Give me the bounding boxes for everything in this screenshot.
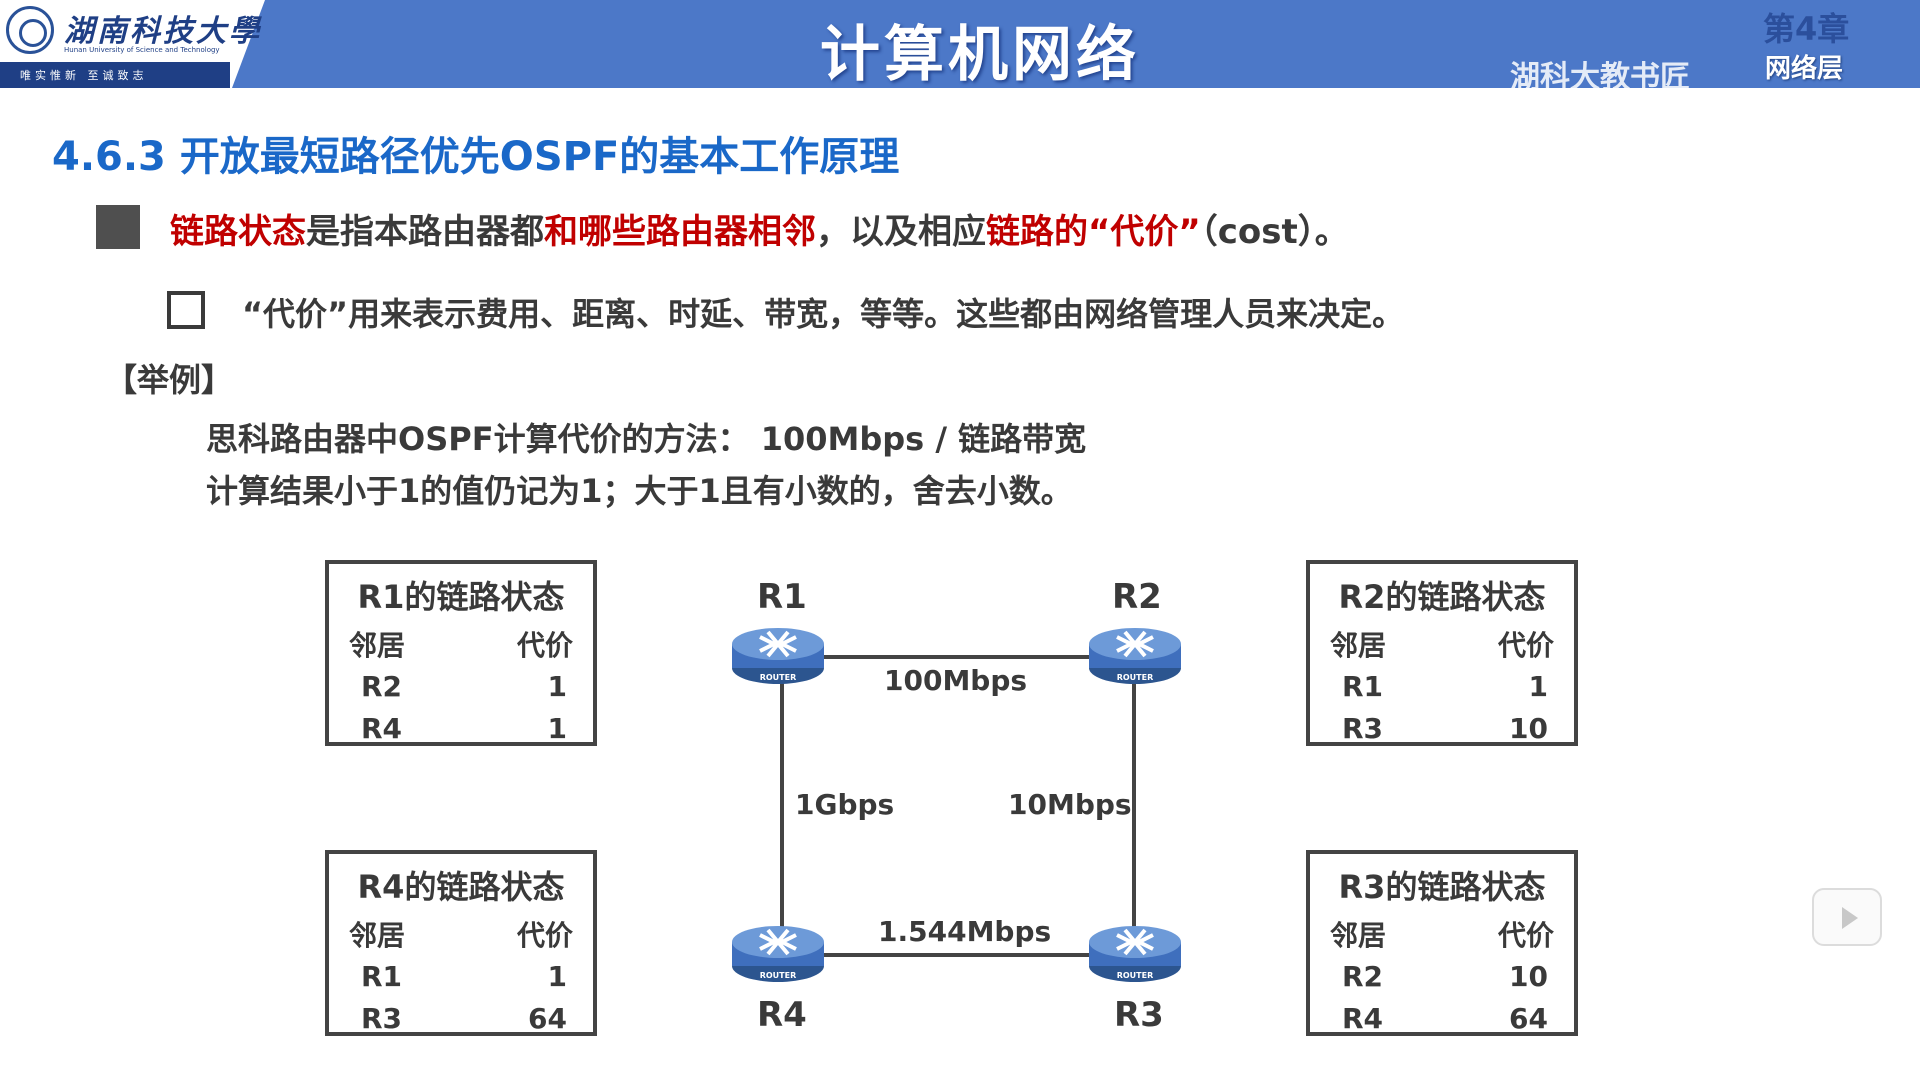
section-title: 4.6.3 开放最短路径优先OSPF的基本工作原理: [52, 134, 900, 180]
neighbor-cell: R3: [1342, 712, 1384, 745]
university-english-name: Hunan University of Science and Technolo…: [64, 46, 220, 54]
neighbor-cell: R3: [361, 1002, 403, 1035]
neighbor-cell: R4: [1342, 1002, 1384, 1035]
chapter-name: 网络层: [1765, 54, 1844, 84]
chapter-number: 第4章: [1763, 10, 1850, 48]
column-header-neighbor: 邻居: [349, 919, 406, 952]
router-icon-text: ROUTER: [1117, 971, 1154, 980]
cost-cell: 10: [1509, 712, 1548, 745]
neighbor-cell: R2: [361, 670, 403, 703]
neighbor-cell: R1: [361, 960, 403, 993]
column-header-cost: 代价: [1497, 629, 1554, 662]
router-r4-icon: ROUTER: [732, 926, 824, 982]
router-label-r4: R4: [757, 995, 807, 1035]
link-label-r4-r3: 1.544Mbps: [878, 915, 1052, 948]
university-emblem-icon: [6, 6, 54, 54]
link-state-table-r2: R2的链路状态 邻居 代价 R1 1 R3 10: [1306, 560, 1578, 746]
university-name: 湖南科技大學: [64, 14, 262, 49]
column-header-neighbor: 邻居: [1330, 629, 1387, 662]
table-title: R4的链路状态: [357, 868, 565, 906]
course-title: 计算机网络: [820, 20, 1140, 90]
cost-cell: 1: [547, 670, 567, 703]
chapter-badge: 第4章 网络层: [1755, 0, 1885, 88]
router-icon-text: ROUTER: [760, 673, 797, 682]
cost-cell: 10: [1509, 960, 1548, 993]
logo-background: [0, 0, 265, 88]
column-header-neighbor: 邻居: [1330, 919, 1387, 952]
link-state-table-r4: R4的链路状态 邻居 代价 R1 1 R3 64: [325, 850, 597, 1036]
definition-text-2: ，以及相应: [816, 212, 986, 252]
cost-cell: 1: [1528, 670, 1548, 703]
term-link-state: 链路状态: [170, 212, 306, 252]
neighbor-cell: R1: [1342, 670, 1384, 703]
cost-cell: 1: [547, 960, 567, 993]
university-logo: 湖南科技大學 Hunan University of Science and T…: [0, 0, 265, 88]
definition-text-1: 是指本路由器都: [306, 212, 544, 252]
column-header-neighbor: 邻居: [349, 629, 406, 662]
filled-square-bullet-icon: [96, 205, 140, 249]
router-label-r2: R2: [1112, 577, 1162, 617]
router-r1-icon: ROUTER: [732, 628, 824, 684]
column-header-cost: 代价: [516, 629, 573, 662]
university-motto: 唯实惟新 至诚致志: [20, 69, 148, 82]
cost-cell: 64: [528, 1002, 567, 1035]
hollow-square-bullet-icon: [167, 291, 205, 329]
cost-cell: 1: [547, 712, 567, 745]
link-label-r1-r2: 100Mbps: [884, 664, 1028, 697]
neighbor-cell: R4: [361, 712, 403, 745]
link-label-r2-r3: 10Mbps: [1008, 788, 1132, 821]
cost-cell: 64: [1509, 1002, 1548, 1035]
router-r3-icon: ROUTER: [1089, 926, 1181, 982]
cost-explanation-line: “代价”用来表示费用、距离、时延、带宽，等等。这些都由网络管理人员来决定。: [242, 295, 1405, 333]
header-banner: 湖南科技大學 Hunan University of Science and T…: [0, 0, 1920, 95]
definition-text-3: （cost）。: [1200, 212, 1349, 252]
table-title: R3的链路状态: [1338, 868, 1546, 906]
link-state-table-r1: R1的链路状态 邻居 代价 R2 1 R4 1: [325, 560, 597, 746]
neighbor-cell: R2: [1342, 960, 1384, 993]
router-r2-icon: ROUTER: [1089, 628, 1181, 684]
example-label: 【举例】: [105, 361, 234, 399]
term-neighbors: 和哪些路由器相邻: [544, 212, 816, 252]
link-label-r1-r4: 1Gbps: [795, 788, 895, 821]
link-state-table-r3: R3的链路状态 邻居 代价 R2 10 R4 64: [1306, 850, 1578, 1036]
table-title: R2的链路状态: [1338, 578, 1546, 616]
column-header-cost: 代价: [516, 919, 573, 952]
watermark: 湖科大教书匠: [1510, 60, 1690, 95]
router-label-r3: R3: [1114, 995, 1164, 1035]
column-header-cost: 代价: [1497, 919, 1554, 952]
router-icon-text: ROUTER: [1117, 673, 1154, 682]
router-label-r1: R1: [757, 577, 807, 617]
example-rounding-line: 计算结果小于1的值仍记为1；大于1且有小数的，舍去小数。: [206, 472, 1073, 510]
video-play-icon[interactable]: [1812, 888, 1882, 946]
table-title: R1的链路状态: [357, 578, 565, 616]
term-link-cost: 链路的“代价”: [986, 212, 1201, 252]
router-icon-text: ROUTER: [760, 971, 797, 980]
definition-line: 链路状态是指本路由器都和哪些路由器相邻，以及相应链路的“代价”（cost）。: [170, 204, 1349, 253]
example-formula-line: 思科路由器中OSPF计算代价的方法： 100Mbps / 链路带宽: [206, 420, 1087, 458]
